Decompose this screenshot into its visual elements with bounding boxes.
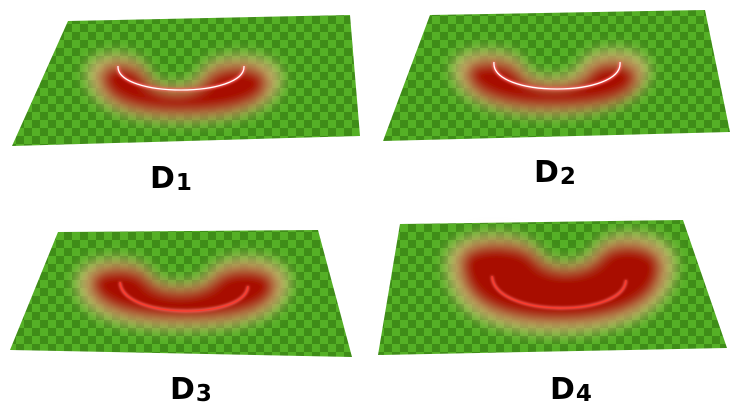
heat-region-d1 (86, 53, 282, 122)
panel-label-d2: D2 (534, 155, 576, 190)
panel-label-letter: D (550, 372, 575, 407)
heat-region-d3 (76, 256, 290, 330)
panel-d3 (10, 230, 352, 357)
panel-label-letter: D (534, 155, 559, 190)
panel-label-index: 4 (575, 381, 592, 407)
panel-label-d1: D1 (150, 161, 192, 196)
panel-label-d3: D3 (170, 372, 212, 407)
panel-label-letter: D (150, 161, 175, 196)
heat-region-d4 (446, 232, 676, 334)
panel-label-index: 2 (559, 164, 576, 190)
panel-d1 (12, 15, 360, 146)
panel-label-index: 1 (175, 170, 192, 196)
panel-d2 (383, 10, 730, 141)
panel-d4 (378, 220, 727, 355)
heat-region-d2 (452, 48, 650, 116)
ground-plane-d1 (12, 15, 360, 146)
panel-label-d4: D4 (550, 372, 592, 407)
panel-label-index: 3 (195, 381, 212, 407)
panel-label-letter: D (170, 372, 195, 407)
ground-plane-d2 (383, 10, 730, 141)
